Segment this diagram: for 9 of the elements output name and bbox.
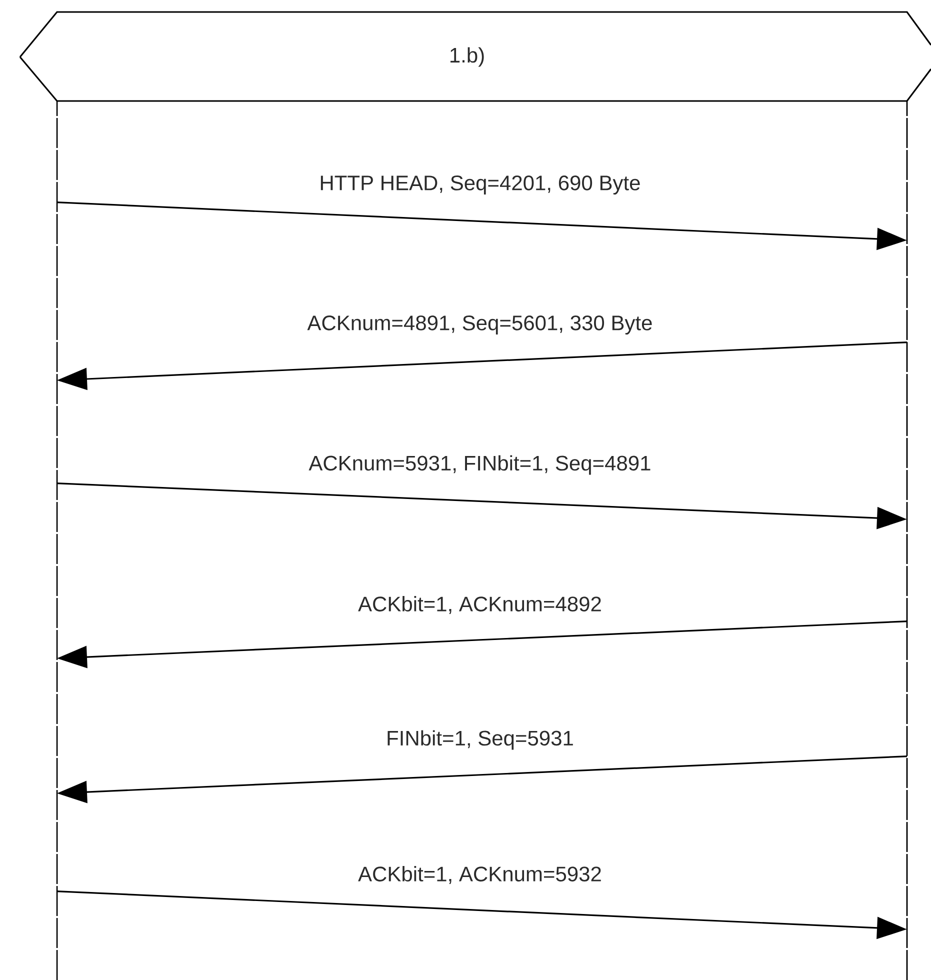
lifeline	[56, 100, 58, 980]
lifeline	[906, 100, 908, 980]
edge-label: FINbit=1, Seq=5931	[385, 729, 575, 751]
edge-label: ACKbit=1, ACKnum=4892	[357, 595, 603, 615]
edge-label: ACKnum=4891, Seq=5601, 330 Byte	[306, 314, 654, 336]
edge-label: ACKbit=1, ACKnum=5932	[357, 865, 603, 885]
edge-label: HTTP HEAD, Seq=4201, 690 Byte	[318, 174, 642, 196]
frame-banner: 1.b)	[19, 11, 931, 102]
edge-label: ACKnum=5931, FINbit=1, Seq=4891	[308, 454, 652, 476]
